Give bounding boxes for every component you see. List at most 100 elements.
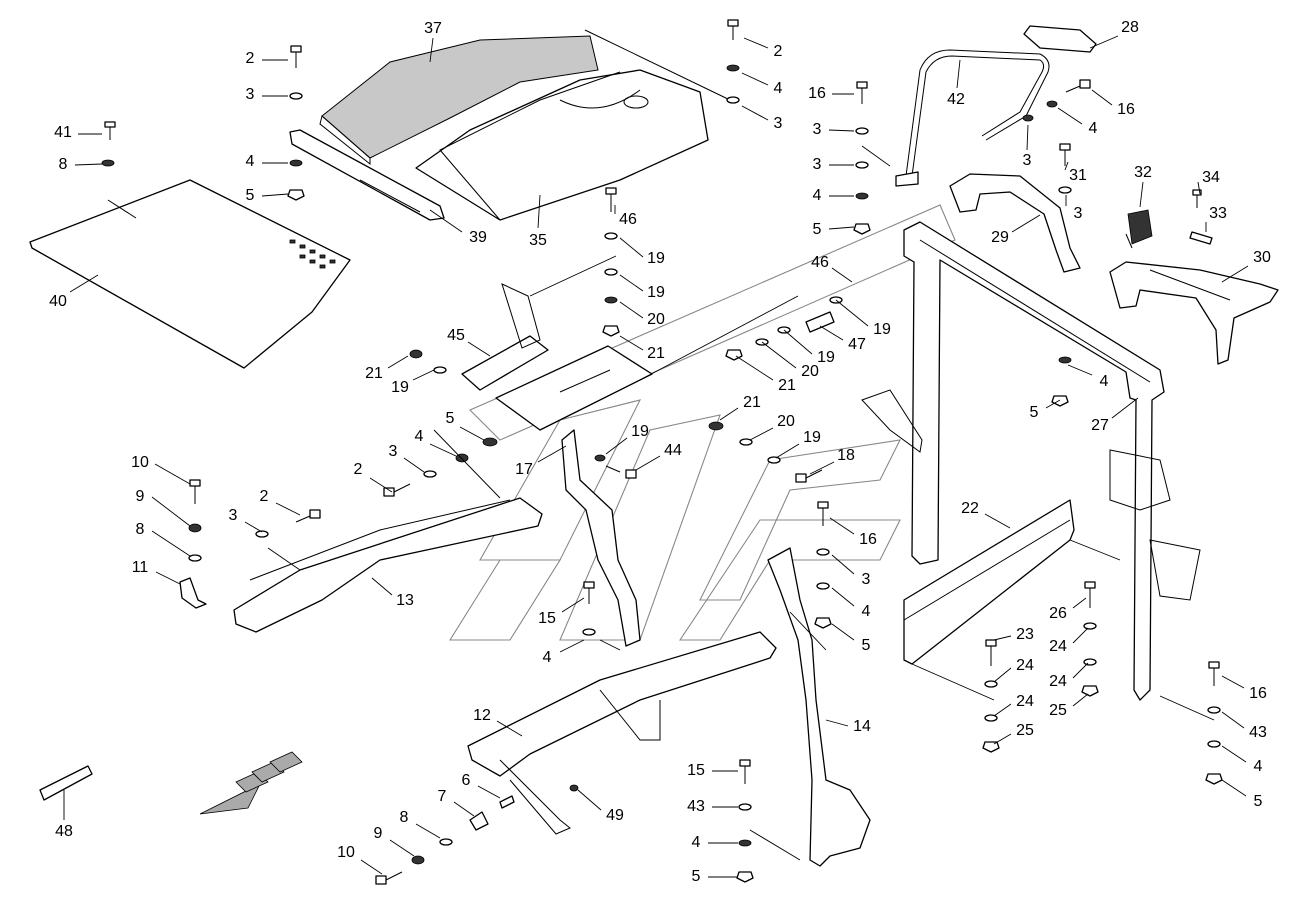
grab-handle-42 — [895, 49, 1050, 187]
main-frame-27 — [861, 221, 1201, 701]
nut — [287, 189, 305, 201]
leader-line — [467, 341, 491, 357]
callout-number: 4 — [813, 187, 822, 204]
callout-number: 19 — [391, 379, 409, 396]
washer — [604, 296, 618, 304]
nut — [1051, 395, 1069, 407]
callout-number: 10 — [337, 844, 355, 861]
leader-line — [371, 577, 393, 596]
leader-line — [1072, 662, 1089, 679]
washer — [1207, 706, 1221, 714]
leader-line — [261, 193, 289, 197]
callout-number: 31 — [1069, 167, 1087, 184]
leader-line — [829, 517, 855, 535]
callout-number: 8 — [136, 521, 145, 538]
leader-line — [741, 72, 769, 86]
washer — [289, 159, 303, 167]
leader-line — [761, 341, 797, 369]
washer — [482, 437, 498, 447]
direction-arrow — [199, 751, 303, 815]
leader-line — [984, 513, 1011, 529]
callout-number: 8 — [400, 809, 409, 826]
leader-line — [459, 426, 485, 441]
leader-line — [429, 37, 434, 63]
leader-line — [825, 719, 849, 727]
callout-number: 46 — [811, 254, 829, 271]
callout-number: 25 — [1049, 702, 1067, 719]
leader-line — [1072, 597, 1087, 609]
callout-number: 9 — [136, 488, 145, 505]
callout-number: 5 — [1254, 793, 1263, 810]
callout-number: 2 — [354, 461, 363, 478]
callout-number: 37 — [424, 20, 442, 37]
bracket-strip-39 — [289, 129, 445, 221]
bolt — [795, 469, 823, 483]
washer — [708, 421, 724, 431]
leader-line — [619, 301, 644, 319]
watermark-logo — [449, 204, 956, 641]
leader-line — [605, 437, 628, 455]
leg-post-14 — [767, 547, 871, 867]
callout-number: 19 — [873, 321, 891, 338]
callout-number: 41 — [54, 124, 72, 141]
pin-6 — [499, 795, 515, 809]
callout-number: 3 — [774, 115, 783, 132]
callout-number: 28 — [1121, 19, 1139, 36]
washer — [255, 530, 269, 538]
leader-line — [749, 427, 774, 441]
callout-number: 4 — [415, 428, 424, 445]
clip-11 — [179, 577, 207, 609]
callout-number: 32 — [1134, 164, 1152, 181]
callout-number: 26 — [1049, 605, 1067, 622]
callout-number: 5 — [446, 410, 455, 427]
washer — [604, 268, 618, 276]
washer — [855, 161, 869, 169]
leader-line — [496, 720, 523, 737]
leader-line — [619, 335, 644, 351]
callout-number: 4 — [692, 834, 701, 851]
callout-number: 43 — [687, 798, 705, 815]
callout-number: 24 — [1049, 638, 1067, 655]
washer — [433, 366, 447, 374]
callout-number: 13 — [396, 592, 414, 609]
rear-frame-30 — [1109, 261, 1279, 365]
bracket-47 — [805, 311, 835, 333]
callout-number: 5 — [1030, 404, 1039, 421]
leader-line — [453, 801, 475, 817]
leader-line — [74, 163, 103, 166]
bolt — [817, 501, 829, 526]
washer — [1207, 740, 1221, 748]
callout-number: 47 — [848, 336, 866, 353]
washer — [423, 470, 437, 478]
leader-line — [635, 455, 661, 471]
lower-frame-13 — [233, 497, 543, 633]
callout-number: 3 — [1023, 152, 1032, 169]
group-brackets — [267, 145, 1215, 861]
leader-line — [743, 37, 769, 49]
switch-32 — [1125, 209, 1153, 249]
callout-number: 18 — [837, 447, 855, 464]
leader-line — [154, 463, 191, 485]
leader-line — [1221, 779, 1247, 797]
callout-number: 4 — [1089, 120, 1098, 137]
callout-number: 14 — [853, 718, 871, 735]
callout-number: 6 — [462, 772, 471, 789]
callout-number: 20 — [647, 311, 665, 328]
callout-number: 5 — [862, 637, 871, 654]
callout-number: 21 — [778, 377, 796, 394]
leader-line — [809, 461, 835, 475]
leader-line — [831, 267, 853, 283]
washer — [726, 64, 740, 72]
washer — [1022, 114, 1034, 122]
callout-number: 24 — [1016, 693, 1034, 710]
bolt — [295, 509, 321, 523]
callout-number: 7 — [438, 788, 447, 805]
callout-number: 2 — [774, 43, 783, 60]
bolt — [1059, 143, 1071, 166]
bolt — [583, 581, 595, 604]
leader-line — [151, 530, 191, 557]
leader-line — [783, 329, 813, 355]
washer — [101, 159, 115, 167]
bolt — [739, 759, 751, 784]
